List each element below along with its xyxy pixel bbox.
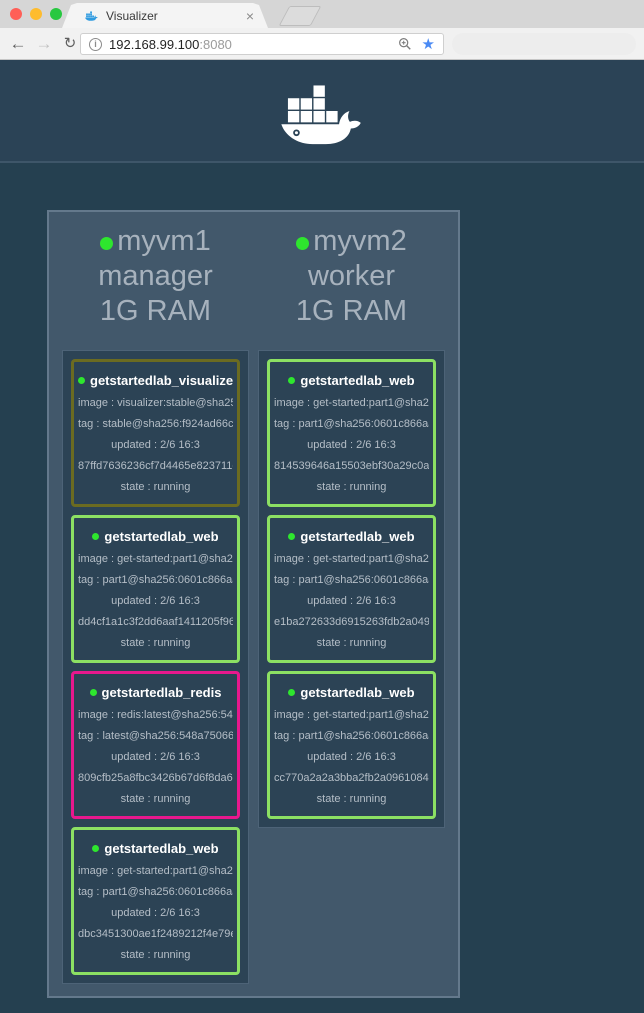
task-name: getstartedlab_web [274,685,429,700]
task-card: getstartedlab_web image : get-started:pa… [71,515,240,663]
node-status-icon [296,237,310,250]
task-tag: tag : part1@sha256:0601c866aab2a4 [78,574,233,586]
task-updated: updated : 2/6 16:3 [111,439,200,451]
task-name: getstartedlab_visualizer [78,373,233,388]
task-name: getstartedlab_redis [78,685,233,700]
task-image: image : redis:latest@sha256:548a750 [78,709,233,721]
task-state: state : running [316,481,387,493]
browser-tab-visualizer[interactable]: Visualizer × [62,3,268,28]
forward-icon: → [35,34,53,53]
swarm-panel: myvm1 manager 1G RAM getstartedlab_visua… [47,210,460,998]
task-updated: updated : 2/6 16:3 [307,595,396,607]
task-tag: tag : latest@sha256:548a75066f3f28 [78,730,233,742]
task-state: state : running [120,481,191,493]
node-ram: 1G RAM [99,295,212,327]
task-card: getstartedlab_web image : get-started:pa… [71,827,240,975]
task-state: state : running [120,949,191,961]
task-state: state : running [120,793,191,805]
macos-zoom-button[interactable] [50,8,62,20]
url-host: 192.168.99.100 [109,36,200,52]
task-image: image : get-started:part1@sha256:06 [274,397,429,409]
node-myvm2: myvm2 worker 1G RAM getstartedlab_web im… [256,222,447,986]
task-tag: tag : stable@sha256:f924ad66c8e94b [78,418,233,430]
task-card: getstartedlab_web image : get-started:pa… [267,515,436,663]
zoom-icon[interactable] [398,37,412,51]
task-id: dd4cf1a1c3f2dd6aaf1411205f96b03 [78,616,233,628]
task-id: dbc3451300ae1f2489212f4e79e6222 [78,928,233,940]
toolbar-spacer [452,33,636,55]
url-port: :8080 [199,36,232,52]
task-tag: tag : part1@sha256:0601c866aab2a4 [78,886,233,898]
task-status-icon [92,533,100,540]
task-card: getstartedlab_web image : get-started:pa… [267,671,436,819]
task-id: e1ba272633d6915263fdb2a04934b3 [274,616,429,628]
page-info-icon[interactable]: i [89,37,102,51]
task-updated: updated : 2/6 16:3 [111,751,200,763]
task-list: getstartedlab_visualizer image : visuali… [62,350,249,984]
reload-icon[interactable]: ↻ [63,35,77,52]
close-tab-icon[interactable]: × [245,7,254,24]
node-title: myvm1 manager 1G RAM [98,224,212,337]
task-card: getstartedlab_redis image : redis:latest… [71,671,240,819]
macos-minimize-button[interactable] [30,8,42,20]
docker-whale-logo [281,84,361,144]
task-state: state : running [316,637,387,649]
macos-close-button[interactable] [10,8,22,20]
task-status-icon [92,845,100,852]
node-ram: 1G RAM [295,295,408,327]
task-tag: tag : part1@sha256:0601c866aab2a4 [274,418,429,430]
task-image: image : get-started:part1@sha256:06 [78,553,233,565]
task-state: state : running [316,793,387,805]
task-image: image : get-started:part1@sha256:06 [274,553,429,565]
task-image: image : get-started:part1@sha256:06 [78,865,233,877]
task-list: getstartedlab_web image : get-started:pa… [258,350,445,828]
task-id: 809cfb25a8fbc3426b67d6f8da69336 [78,772,233,784]
task-status-icon [288,377,296,384]
task-card: getstartedlab_visualizer image : visuali… [71,359,240,507]
task-tag: tag : part1@sha256:0601c866aab2a4 [274,574,429,586]
node-status-icon [100,237,114,250]
node-role: manager [98,260,213,292]
task-state: state : running [120,637,191,649]
bookmark-star-icon[interactable]: ★ [421,35,435,53]
app-header [0,60,644,163]
task-updated: updated : 2/6 16:3 [111,595,200,607]
address-bar[interactable]: i 192.168.99.100 :8080 ★ [80,33,444,55]
node-name: myvm1 [117,225,211,257]
task-updated: updated : 2/6 16:3 [307,751,396,763]
task-status-icon [288,533,296,540]
task-name: getstartedlab_web [78,529,233,544]
browser-toolbar: ← → ↻ i 192.168.99.100 :8080 ★ [0,28,644,60]
task-updated: updated : 2/6 16:3 [111,907,200,919]
node-role: worker [307,260,395,292]
task-status-icon [89,689,97,696]
task-name: getstartedlab_web [274,529,429,544]
back-icon[interactable]: ← [9,34,27,53]
task-name: getstartedlab_web [274,373,429,388]
task-id: 814539646a15503ebf30a29c0a35b8 [274,460,429,472]
task-id: 87ffd7636236cf7d4465e823711c692 [78,460,233,472]
tab-strip: Visualizer × [0,0,644,28]
task-status-icon [78,377,85,384]
node-title: myvm2 worker 1G RAM [296,224,407,337]
task-id: cc770a2a2a3bba2fb2a0961084f595 [274,772,429,784]
task-tag: tag : part1@sha256:0601c866aab2a4 [274,730,429,742]
task-card: getstartedlab_web image : get-started:pa… [267,359,436,507]
task-name: getstartedlab_web [78,841,233,856]
tab-title: Visualizer [106,8,158,23]
task-updated: updated : 2/6 16:3 [307,439,396,451]
docker-favicon [84,9,99,22]
visualizer-page: myvm1 manager 1G RAM getstartedlab_visua… [0,60,644,1013]
new-tab-button[interactable] [278,6,322,26]
task-status-icon [288,689,296,696]
node-name: myvm2 [313,225,407,257]
task-image: image : get-started:part1@sha256:06 [274,709,429,721]
task-image: image : visualizer:stable@sha256:f92 [78,397,233,409]
node-myvm1: myvm1 manager 1G RAM getstartedlab_visua… [60,222,251,986]
